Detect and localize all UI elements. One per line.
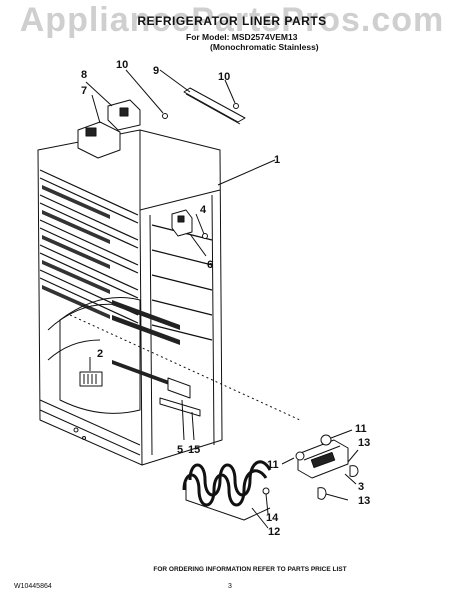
model-line: For Model: MSD2574VEM13 (186, 32, 298, 42)
callout-12: 12 (268, 526, 280, 538)
callout-13-bottom: 13 (358, 495, 370, 507)
callout-4: 4 (200, 204, 207, 216)
callout-1: 1 (274, 154, 280, 166)
callout-6: 6 (207, 259, 213, 271)
callout-11-top: 11 (355, 423, 367, 435)
finish-line: (Monochromatic Stainless) (210, 42, 319, 52)
callout-10-right: 10 (218, 71, 230, 83)
callout-13-top: 13 (358, 437, 370, 449)
callout-15: 15 (188, 444, 200, 456)
page-title: REFRIGERATOR LINER PARTS (137, 14, 327, 28)
grille-part (79, 357, 103, 387)
callout-5: 5 (177, 444, 183, 456)
callout-labels: 1 2 3 4 5 6 7 8 9 10 10 11 11 12 13 13 1… (81, 59, 370, 538)
hinge-part (281, 429, 359, 501)
document-number: W10445864 (14, 583, 52, 590)
callout-9: 9 (153, 65, 159, 77)
callout-11-bottom: 11 (267, 459, 279, 471)
watermark-text: AppliancePartsPros.com (19, 1, 445, 39)
heater-coil-part (182, 460, 272, 529)
callout-10-left: 10 (116, 59, 128, 71)
lower-bracket-parts (159, 377, 201, 441)
page-number: 3 (228, 583, 232, 590)
ordering-info: FOR ORDERING INFORMATION REFER TO PARTS … (153, 566, 347, 573)
callout-7: 7 (81, 85, 87, 97)
bracket-part (171, 209, 208, 257)
liner-part (37, 129, 301, 466)
callout-3: 3 (358, 481, 364, 493)
screw-parts-top (125, 69, 239, 119)
callout-8: 8 (81, 69, 87, 81)
callout-2: 2 (97, 348, 103, 360)
trim-strip-part (159, 69, 246, 125)
control-housing-part (77, 81, 141, 159)
callout-14: 14 (266, 512, 279, 524)
